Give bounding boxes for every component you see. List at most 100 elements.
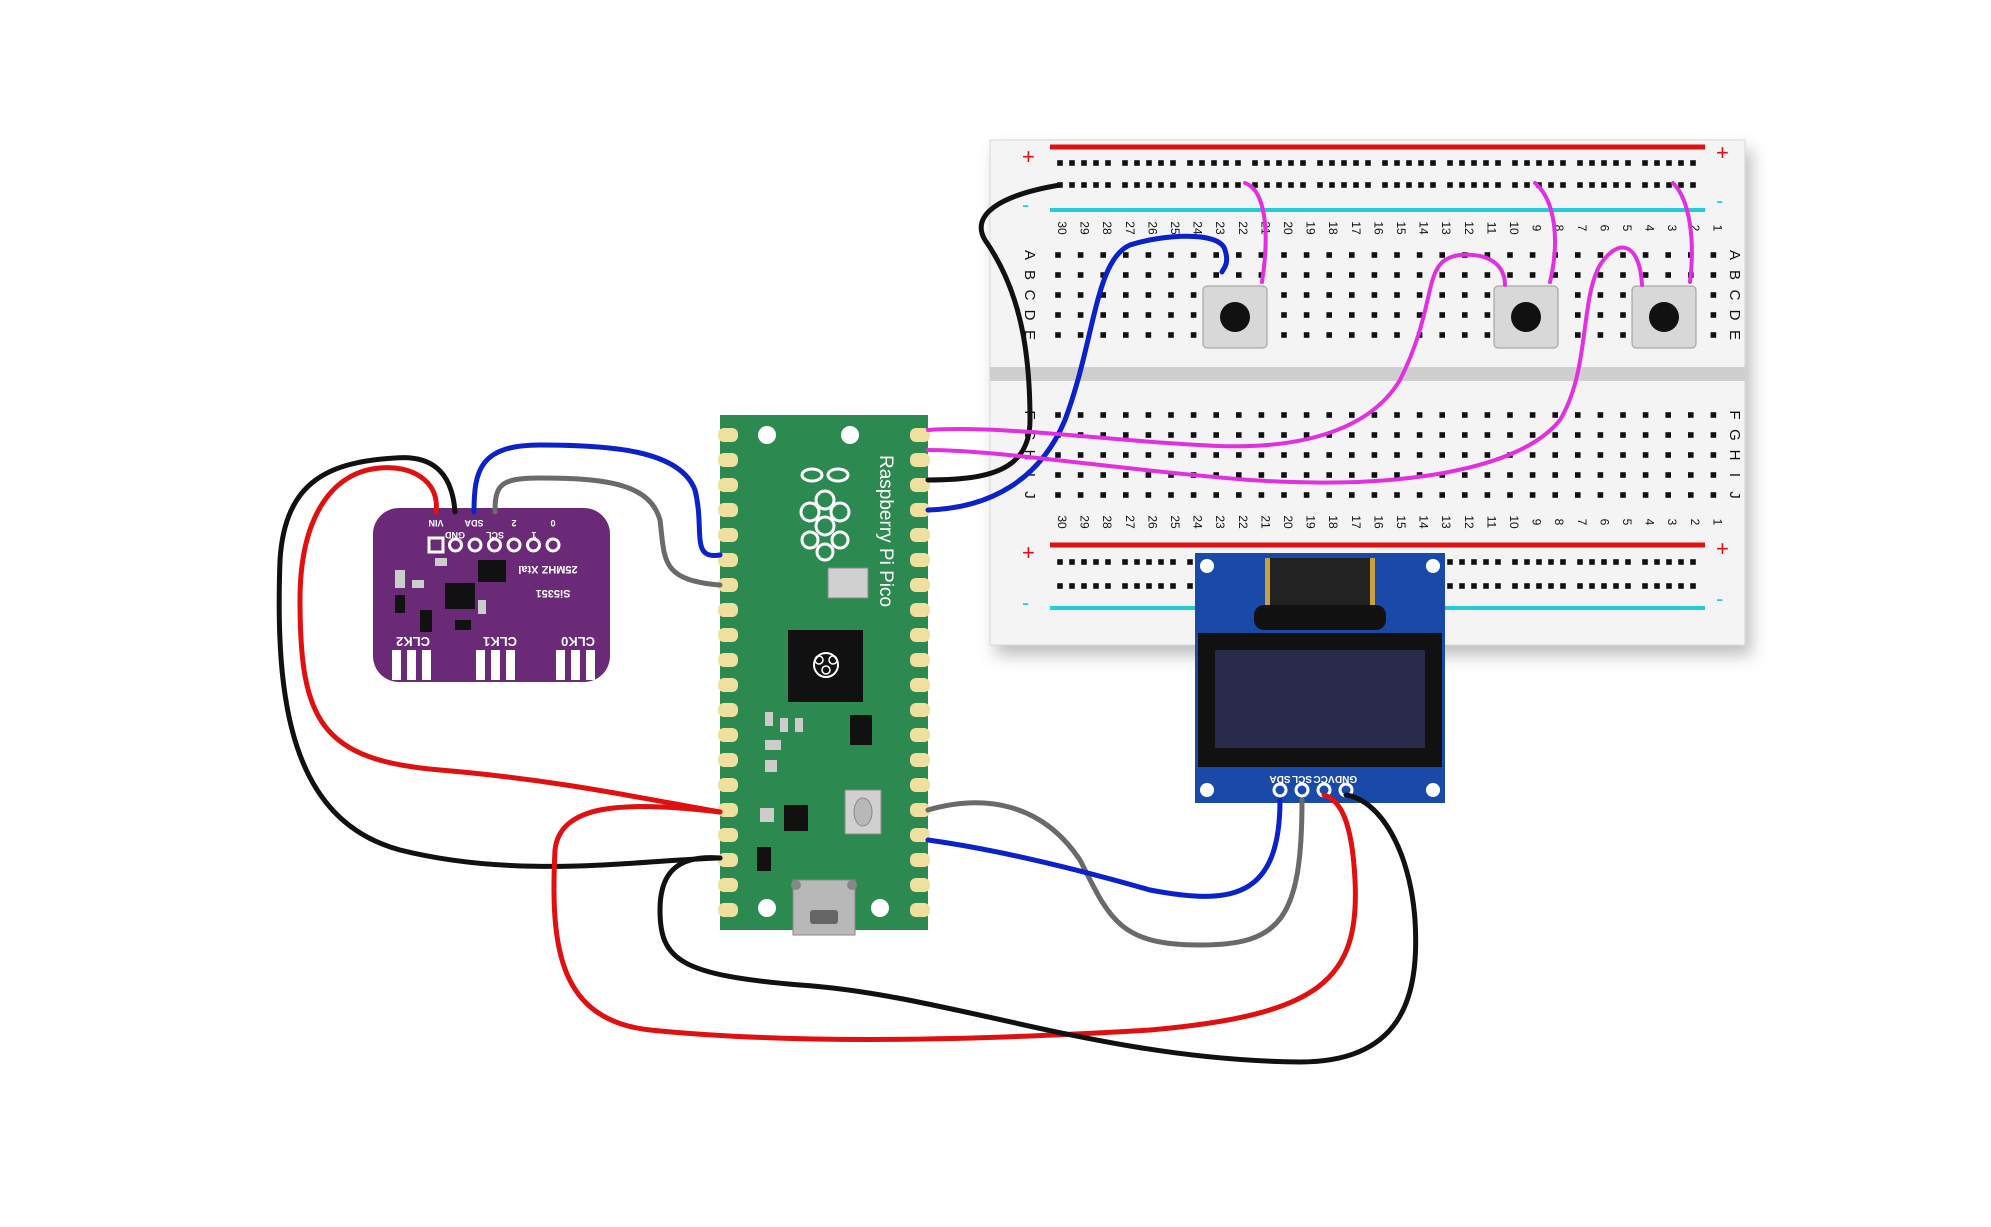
- breadboard-hole[interactable]: [1507, 252, 1513, 258]
- breadboard-hole[interactable]: [1406, 182, 1412, 188]
- breadboard-hole[interactable]: [1281, 312, 1287, 318]
- breadboard-hole[interactable]: [1213, 472, 1219, 478]
- breadboard-hole[interactable]: [1168, 492, 1174, 498]
- breadboard-hole[interactable]: [1211, 160, 1217, 166]
- breadboard-hole[interactable]: [1371, 312, 1378, 318]
- breadboard-hole[interactable]: [1371, 292, 1378, 298]
- push-button[interactable]: [1493, 285, 1559, 349]
- breadboard-hole[interactable]: [1303, 332, 1310, 338]
- breadboard-hole[interactable]: [1613, 160, 1619, 166]
- breadboard-hole[interactable]: [1190, 432, 1197, 438]
- breadboard-hole[interactable]: [1620, 412, 1626, 418]
- breadboard-hole[interactable]: [1462, 452, 1468, 458]
- push-button-cap[interactable]: [1220, 302, 1250, 332]
- breadboard-hole[interactable]: [1093, 559, 1099, 565]
- pico-gpio-pin[interactable]: [910, 753, 930, 767]
- pico-gpio-pin[interactable]: [718, 603, 738, 617]
- pico-gpio-pin[interactable]: [910, 428, 930, 442]
- breadboard-hole[interactable]: [1439, 412, 1445, 418]
- breadboard-hole[interactable]: [1642, 583, 1648, 589]
- breadboard-hole[interactable]: [1349, 292, 1355, 298]
- breadboard-hole[interactable]: [1145, 452, 1152, 458]
- breadboard-hole[interactable]: [1329, 160, 1335, 166]
- breadboard-hole[interactable]: [1529, 492, 1536, 498]
- breadboard-hole[interactable]: [1620, 492, 1626, 498]
- breadboard-hole[interactable]: [1281, 452, 1287, 458]
- breadboard-hole[interactable]: [1439, 452, 1445, 458]
- breadboard-hole[interactable]: [1430, 160, 1436, 166]
- breadboard-hole[interactable]: [1190, 492, 1197, 498]
- breadboard-hole[interactable]: [1349, 472, 1355, 478]
- breadboard-hole[interactable]: [1512, 559, 1518, 565]
- breadboard-hole[interactable]: [1170, 182, 1176, 188]
- breadboard-hole[interactable]: [1439, 492, 1445, 498]
- push-button[interactable]: [1631, 285, 1697, 349]
- breadboard-hole[interactable]: [1577, 583, 1583, 589]
- breadboard-hole[interactable]: [1484, 412, 1491, 418]
- breadboard-hole[interactable]: [1560, 583, 1566, 589]
- breadboard-hole[interactable]: [1394, 452, 1400, 458]
- breadboard-hole[interactable]: [1416, 452, 1423, 458]
- breadboard-hole[interactable]: [1507, 432, 1513, 438]
- breadboard-hole[interactable]: [1666, 182, 1672, 188]
- breadboard-hole[interactable]: [1371, 452, 1378, 458]
- breadboard-hole[interactable]: [1326, 272, 1332, 278]
- breadboard-hole[interactable]: [1069, 182, 1075, 188]
- breadboard-hole[interactable]: [1057, 583, 1063, 589]
- breadboard-hole[interactable]: [1069, 583, 1075, 589]
- breadboard-hole[interactable]: [1236, 432, 1242, 438]
- breadboard-hole[interactable]: [1597, 432, 1604, 438]
- breadboard-hole[interactable]: [1462, 492, 1468, 498]
- breadboard-hole[interactable]: [1589, 583, 1595, 589]
- pico-gpio-pin[interactable]: [910, 528, 930, 542]
- breadboard-hole[interactable]: [1213, 412, 1219, 418]
- breadboard-hole[interactable]: [1642, 452, 1649, 458]
- breadboard-hole[interactable]: [1123, 292, 1129, 298]
- pico-gpio-pin[interactable]: [718, 453, 738, 467]
- breadboard-hole[interactable]: [1597, 472, 1604, 478]
- breadboard-hole[interactable]: [1235, 182, 1241, 188]
- breadboard-hole[interactable]: [1055, 272, 1061, 278]
- breadboard-hole[interactable]: [1213, 252, 1219, 258]
- breadboard-hole[interactable]: [1552, 452, 1558, 458]
- breadboard-hole[interactable]: [1484, 492, 1491, 498]
- breadboard-hole[interactable]: [1548, 559, 1554, 565]
- bootsel-button[interactable]: [844, 789, 882, 835]
- pico-gpio-pin[interactable]: [910, 803, 930, 817]
- breadboard-hole[interactable]: [1100, 452, 1106, 458]
- breadboard-hole[interactable]: [1430, 182, 1436, 188]
- breadboard-hole[interactable]: [1258, 472, 1265, 478]
- breadboard-hole[interactable]: [1416, 312, 1423, 318]
- breadboard-hole[interactable]: [1371, 332, 1378, 338]
- breadboard-hole[interactable]: [1300, 182, 1306, 188]
- breadboard-hole[interactable]: [1190, 312, 1197, 318]
- breadboard-hole[interactable]: [1416, 292, 1423, 298]
- breadboard-hole[interactable]: [1447, 583, 1453, 589]
- breadboard-hole[interactable]: [1597, 492, 1604, 498]
- breadboard-hole[interactable]: [1597, 412, 1604, 418]
- breadboard-hole[interactable]: [1158, 583, 1164, 589]
- breadboard-hole[interactable]: [1168, 332, 1174, 338]
- breadboard-hole[interactable]: [1642, 272, 1649, 278]
- breadboard-hole[interactable]: [1710, 472, 1717, 478]
- pico-gpio-pin[interactable]: [718, 753, 738, 767]
- breadboard-hole[interactable]: [1145, 272, 1152, 278]
- breadboard-hole[interactable]: [1123, 272, 1129, 278]
- breadboard-hole[interactable]: [1303, 412, 1310, 418]
- breadboard-hole[interactable]: [1654, 160, 1660, 166]
- breadboard-hole[interactable]: [1123, 472, 1129, 478]
- breadboard-hole[interactable]: [1507, 272, 1513, 278]
- breadboard-hole[interactable]: [1589, 559, 1595, 565]
- breadboard-hole[interactable]: [1710, 432, 1717, 438]
- breadboard-hole[interactable]: [1483, 182, 1489, 188]
- breadboard-hole[interactable]: [1349, 432, 1355, 438]
- breadboard-hole[interactable]: [1613, 182, 1619, 188]
- breadboard-hole[interactable]: [1145, 252, 1152, 258]
- breadboard-hole[interactable]: [1507, 472, 1513, 478]
- breadboard-hole[interactable]: [1213, 272, 1219, 278]
- breadboard-hole[interactable]: [1665, 452, 1671, 458]
- breadboard-hole[interactable]: [1100, 412, 1106, 418]
- breadboard-hole[interactable]: [1666, 583, 1672, 589]
- breadboard-hole[interactable]: [1665, 472, 1671, 478]
- breadboard-hole[interactable]: [1416, 432, 1423, 438]
